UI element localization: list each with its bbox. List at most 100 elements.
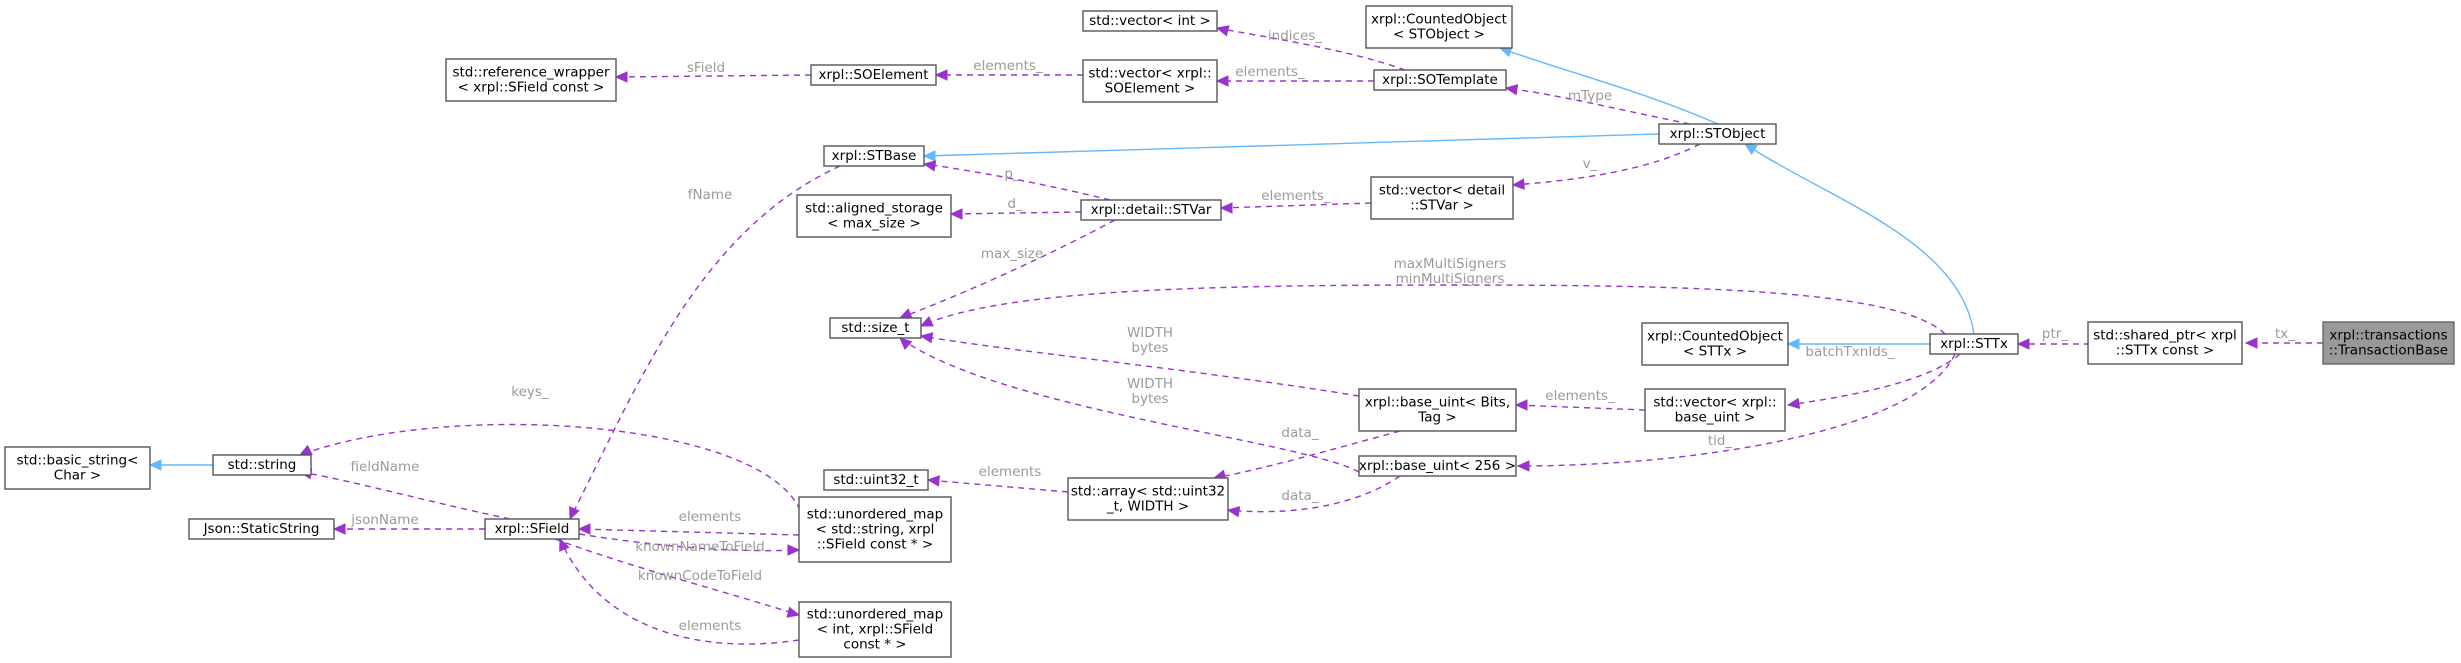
class-node-coSTTx[interactable]: xrpl::CountedObject< STTx > [1641,322,1789,366]
class-name: xrpl::STBase [832,148,917,164]
edge-sttx-to-sp: ptr_ [2016,326,2092,350]
class-node-sfield[interactable]: xrpl::SField [484,518,580,540]
class-node-stbase[interactable]: xrpl::STBase [823,145,925,167]
class-name: Json::StaticString [203,521,320,537]
class-node-sttx[interactable]: xrpl::STTx [1929,333,2019,355]
class-name: xrpl::CountedObject< STObject > [1371,12,1507,43]
class-node-sotpl[interactable]: xrpl::SOTemplate [1373,69,1507,91]
class-name: std::size_t [841,320,909,336]
edge-label-elem_soe: elements_ [973,58,1043,74]
edge-stobj-inherit-coSTObj [1498,46,1719,125]
class-node-vecInt[interactable]: std::vector< int > [1082,10,1218,32]
edge-label-elem_stv: elements_ [1261,188,1331,204]
class-node-sizet[interactable]: std::size_t [829,317,922,339]
class-name: std::array< std::uint32_t, WIDTH > [1071,484,1225,515]
edge-umap1-to-str: keys_ [298,384,801,511]
class-name: std::vector< detail::STVar > [1379,183,1505,214]
class-name: std::unordered_map< std::string, xrpl::S… [807,507,943,553]
class-node-arr[interactable]: std::array< std::uint32_t, WIDTH > [1067,477,1229,521]
edge-stvar-to-stbase: p_ [922,160,1111,201]
edge-sotpl-to-vecInt: indices_ [1215,25,1406,71]
class-node-stvar[interactable]: xrpl::detail::STVar [1080,199,1222,221]
edge-label-batch: batchTxnIds_ [1805,344,1894,360]
class-node-sp[interactable]: std::shared_ptr< xrpl::STTx const > [2087,321,2243,365]
class-name: xrpl::SOElement [818,67,928,83]
class-node-soe[interactable]: xrpl::SOElement [810,64,937,86]
class-node-u32[interactable]: std::uint32_t [823,469,929,491]
edge-label-maxsize: max_size [981,246,1043,262]
class-node-umap1[interactable]: std::unordered_map< std::string, xrpl::S… [798,496,952,563]
edge-stvar-to-aligned: d_ [949,196,1082,220]
class-node-vecSOE[interactable]: std::vector< xrpl::SOElement > [1082,59,1218,103]
edge-sttx-to-vecBU: batchTxnIds_ [1786,344,1961,410]
edge-arr-to-u32: elements [926,464,1069,493]
class-name: std::vector< xrpl::base_uint > [1653,395,1776,426]
edge-label-indices: indices_ [1268,28,1322,44]
class-name: xrpl::base_uint< 256 > [1359,458,1516,474]
edge-stobj-inherit-sttx [1743,143,1975,335]
edge-sttx-to-bu256: tid_ [1516,353,1956,472]
edge-sttx-inherit-coSTTx [1786,338,1930,350]
class-name: xrpl::base_uint< Bits,Tag > [1365,395,1510,426]
edge-label-elem_arr: elements [979,464,1042,480]
edge-soe-to-refw: sField [614,60,812,83]
edge-label-data1: data_ [1281,425,1318,441]
edge-label-elem_um2: elements [679,618,742,634]
class-name: std::uint32_t [833,472,918,488]
class-name: xrpl::STObject [1670,126,1766,142]
class-name: xrpl::transactions::TransactionBase [2329,328,2448,359]
edge-label-elem_vecsoe: elements_ [1235,64,1305,80]
edge-umap1-to-sfield: elements [577,509,800,536]
edge-sfield-to-json: jsonName [332,512,485,535]
edge-label-fname: fName [688,187,733,203]
edge-label-data2: data_ [1281,488,1318,504]
edge-stobj-inherit-stbase [922,133,1660,162]
edge-label-mtype: mType [1568,88,1612,104]
class-node-vecSTV[interactable]: std::vector< detail::STVar > [1370,176,1514,220]
class-node-bu[interactable]: xrpl::base_uint< Bits,Tag > [1358,388,1517,432]
edge-label-kctf: knownCodeToField [638,568,762,584]
edge-label-p: p_ [1004,166,1020,182]
edge-sotpl-to-vecSOE: elements_ [1215,64,1374,87]
edge-bu256-to-arr: data_ [1226,475,1401,518]
edge-label-d: d_ [1007,196,1023,212]
edge-stobj-to-sotpl: mType [1504,84,1691,125]
edge-umap2-to-sfield: elements [559,537,800,645]
class-node-bstr[interactable]: std::basic_string<Char > [4,446,151,490]
class-node-tb[interactable]: xrpl::transactions::TransactionBase [2322,321,2455,365]
edge-str-inherit-bstr [148,459,213,471]
class-node-refw[interactable]: std::reference_wrapper< xrpl::SField con… [445,58,617,102]
class-name: std::basic_string<Char > [17,453,139,484]
class-node-bu256[interactable]: xrpl::base_uint< 256 > [1358,455,1517,477]
class-node-str[interactable]: std::string [212,454,312,476]
class-node-coSTObj[interactable]: xrpl::CountedObject< STObject > [1365,5,1513,49]
edge-stobj-to-vecSTV: v_ [1511,143,1701,190]
class-name: xrpl::STTx [1940,336,2008,352]
class-name: xrpl::CountedObject< STTx > [1647,329,1783,360]
class-node-stobj[interactable]: xrpl::STObject [1658,123,1777,145]
class-node-vecBU[interactable]: std::vector< xrpl::base_uint > [1644,388,1786,432]
edge-label-elem_bu: elements_ [1545,388,1615,404]
class-name: std::reference_wrapper< xrpl::SField con… [452,65,610,96]
edge-stbase-to-sfield: fName [569,165,841,521]
edge-vecBU-to-bu: elements_ [1514,388,1646,411]
class-name: std::vector< int > [1089,13,1211,29]
edge-label-tid: tid_ [1708,433,1733,449]
edge-label-v: v_ [1583,156,1598,172]
class-node-aligned[interactable]: std::aligned_storage< max_size > [796,194,952,238]
edge-label-keys: keys_ [511,384,549,400]
edge-label-tx: tx_ [2275,326,2295,342]
edge-sfield-to-str: fieldName [298,459,511,520]
class-node-json[interactable]: Json::StaticString [188,518,335,540]
edge-vecSTV-to-stvar: elements_ [1219,188,1372,214]
edge-label-kntf: knownNameToField [635,539,764,555]
edge-vecSOE-to-soe: elements_ [934,58,1083,81]
class-name: std::vector< xrpl::SOElement > [1088,66,1211,97]
class-name: std::string [228,457,297,473]
